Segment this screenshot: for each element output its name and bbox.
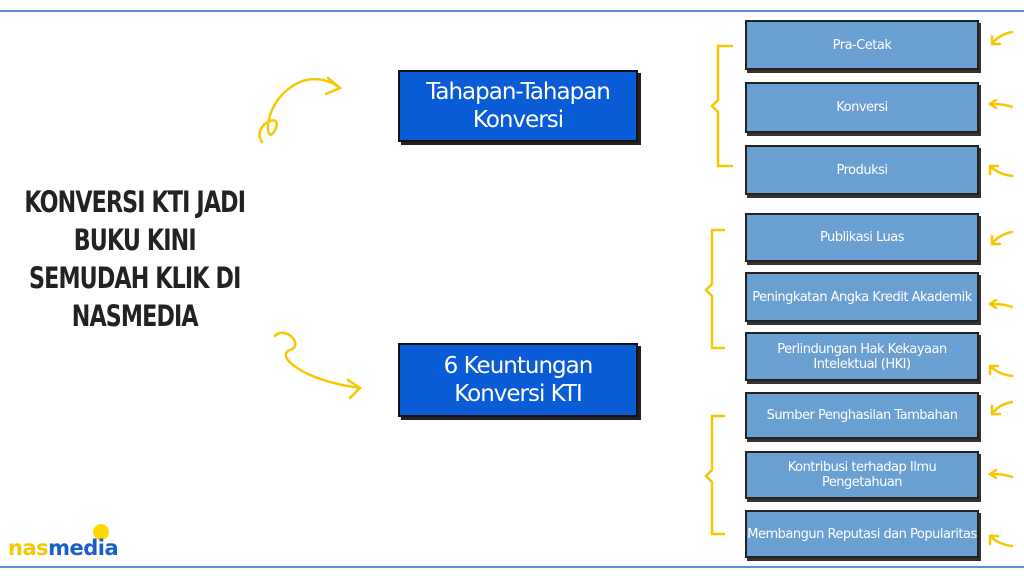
slide-title: KONVERSI KTI JADI BUKU KINI SEMUDAH KLIK… bbox=[24, 185, 246, 333]
benefits-heading-box: 6 Keuntungan Konversi KTI bbox=[398, 343, 638, 417]
curly-arrow-bottom bbox=[273, 331, 362, 400]
logo-part1: nas bbox=[8, 536, 49, 560]
benefit-box: Sumber Penghasilan Tambahan bbox=[745, 392, 979, 439]
stage-box: Konversi bbox=[745, 82, 979, 133]
stage-box: Pra-Cetak bbox=[745, 20, 979, 70]
curly-arrow-top bbox=[258, 76, 343, 144]
benefit-box: Kontribusi terhadap Ilmu Pengetahuan bbox=[745, 451, 979, 499]
brace-1 bbox=[710, 44, 734, 168]
brace-2 bbox=[704, 228, 726, 350]
bottom-divider bbox=[0, 566, 1024, 568]
stages-heading-box: Tahapan-Tahapan Konversi bbox=[398, 70, 638, 142]
benefit-box: Peningkatan Angka Kredit Akademik bbox=[745, 272, 979, 322]
benefit-box: Membangun Reputasi dan Popularitas bbox=[745, 510, 979, 558]
arrow-icons bbox=[987, 30, 1014, 548]
stage-box: Produksi bbox=[745, 145, 979, 195]
logo-part2: media bbox=[48, 536, 119, 560]
logo-sun-icon bbox=[93, 524, 109, 540]
nasmedia-logo: nasmedia bbox=[8, 536, 119, 560]
benefit-box: Perlindungan Hak Kekayaan Intelektual (H… bbox=[745, 332, 979, 381]
benefit-box: Publikasi Luas bbox=[745, 213, 979, 262]
top-divider bbox=[0, 10, 1024, 12]
brace-3 bbox=[704, 414, 726, 536]
